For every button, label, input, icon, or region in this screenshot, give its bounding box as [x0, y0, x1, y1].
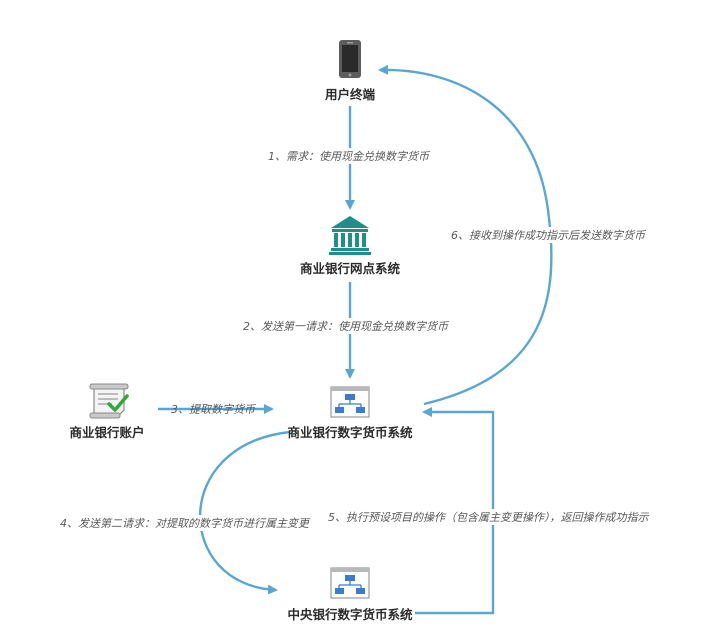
edge-1-label: 1、需求：使用现金兑换数字货币 — [268, 150, 431, 163]
edge-6-label: 6、接收到操作成功指示后发送数字货币 — [451, 229, 647, 242]
flowchart-window-icon — [330, 386, 370, 418]
edge-2-label: 2、发送第一请求：使用现金兑换数字货币 — [243, 320, 450, 333]
node-bank-dc-system: 商业银行数字货币系统 — [287, 425, 413, 440]
edge-6-arrow — [378, 64, 553, 406]
node-bank-account: 商业银行账户 — [69, 425, 144, 440]
bank-building-icon — [329, 216, 371, 255]
edge-4-label: 4、发送第二请求：对提取的数字货币进行属主变更 — [60, 517, 311, 530]
edge-3-label: 3、提取数字货币 — [171, 403, 257, 416]
node-user-terminal: 用户终端 — [324, 87, 376, 102]
flowchart-window-icon — [330, 567, 370, 599]
certificate-check-icon — [89, 383, 129, 419]
node-branch-system: 商业银行网点系统 — [300, 261, 401, 276]
edge-4-arrow — [198, 430, 291, 595]
edge-5-label: 5、执行预设项目的操作（包含属主变更操作），返回操作成功指示 — [328, 511, 649, 524]
node-central-dc-system: 中央银行数字货币系统 — [287, 607, 413, 622]
phone-icon — [339, 40, 361, 78]
